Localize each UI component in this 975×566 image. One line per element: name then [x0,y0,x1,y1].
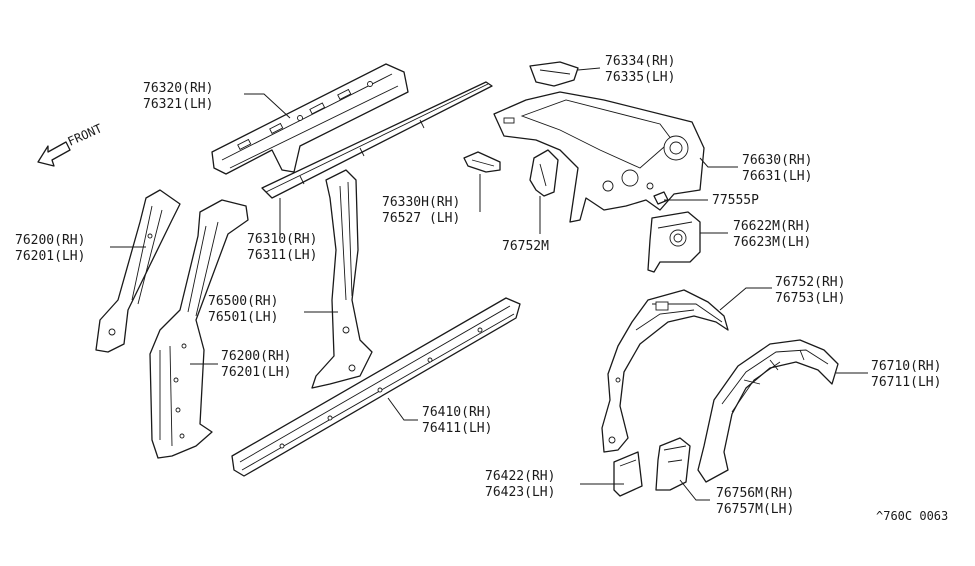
callout-76310: 76310(RH) 76311(LH) [247,232,317,263]
front-pillar-outer-part [149,199,249,459]
part-number-lh: 76527 (LH) [382,211,460,226]
part-number-rh: 76710(RH) [871,359,941,374]
callout-76752: 76752(RH) 76753(LH) [775,275,845,306]
part-number-lh: 76623M(LH) [733,235,811,250]
part-number-lh: 76311(LH) [247,248,317,263]
callout-77555P: 77555P [712,193,759,208]
part-number-rh: 76410(RH) [422,405,492,420]
front-arrow-icon [37,141,71,167]
part-number-lh: 76201(LH) [221,365,291,380]
rear-pillar-part [493,91,705,223]
part-number-rh: 76622M(RH) [733,219,811,234]
leader-lines [110,67,868,501]
inner-wheelhouse-part [601,289,729,453]
part-number-lh: 76335(LH) [605,70,675,85]
roof-rail-inner-part [211,63,409,175]
part-number-lh: 76411(LH) [422,421,492,436]
part-number-rh: 76422(RH) [485,469,555,484]
sill-part [231,297,521,477]
part-number-rh: 76200(RH) [15,233,85,248]
callout-76756M: 76756M(RH) 76757M(LH) [716,486,794,517]
reference-code: ^760C 0063 [876,509,948,523]
part-number-rh: 76200(RH) [221,349,291,364]
part-number-lh: 76501(LH) [208,310,278,325]
roof-bracket-part [463,151,501,173]
part-number-lh: 76711(LH) [871,375,941,390]
outer-wheelhouse-part [697,339,839,483]
part-number-rh: 76320(RH) [143,81,213,96]
callout-76422: 76422(RH) 76423(LH) [485,469,555,500]
part-number: 76752M [502,239,549,254]
callout-76410: 76410(RH) 76411(LH) [422,405,492,436]
part-number-lh: 76757M(LH) [716,502,794,517]
callout-76500: 76500(RH) 76501(LH) [208,294,278,325]
part-number-rh: 76756M(RH) [716,486,794,501]
sill-extension-part [613,451,643,497]
center-pillar-part [311,169,373,389]
callout-76710: 76710(RH) 76711(LH) [871,359,941,390]
part-number-rh: 76630(RH) [742,153,812,168]
callout-76752M: 76752M [502,239,549,254]
wheelhouse-bracket-part [529,149,559,197]
part-number-lh: 76423(LH) [485,485,555,500]
callout-76200-inner: 76200(RH) 76201(LH) [15,233,85,264]
callout-76334: 76334(RH) 76335(LH) [605,54,675,85]
callout-76200-outer: 76200(RH) 76201(LH) [221,349,291,380]
callout-76622M: 76622M(RH) 76623M(LH) [733,219,811,250]
callout-76630: 76630(RH) 76631(LH) [742,153,812,184]
part-number-rh: 76334(RH) [605,54,675,69]
part-number: 77555P [712,193,759,208]
part-number-rh: 76310(RH) [247,232,317,247]
part-number-lh: 76631(LH) [742,169,812,184]
part-number-rh: 76500(RH) [208,294,278,309]
part-number-lh: 76321(LH) [143,97,213,112]
part-number-rh: 76330H(RH) [382,195,460,210]
front-label: FRONT [66,121,105,148]
part-number-lh: 76201(LH) [15,249,85,264]
front-pillar-inner-part [95,189,181,353]
wheelhouse-extension-part [655,437,691,491]
part-number-rh: 76752(RH) [775,275,845,290]
rear-reinforcement-part [647,211,701,273]
top-gusset-part [529,61,579,87]
callout-76320: 76320(RH) 76321(LH) [143,81,213,112]
roof-rail-outer-part [261,81,493,199]
callout-76330H: 76330H(RH) 76527 (LH) [382,195,460,226]
part-number-lh: 76753(LH) [775,291,845,306]
